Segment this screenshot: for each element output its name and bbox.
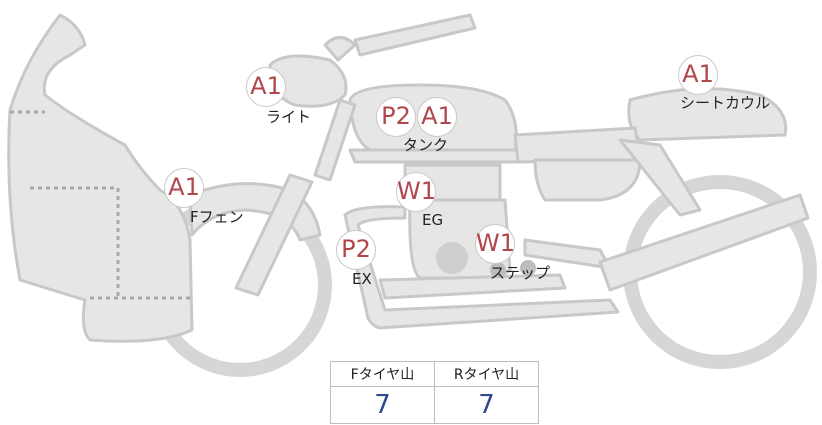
seat bbox=[513, 126, 642, 164]
tire-tread-table: Fタイヤ山 Rタイヤ山 7 7 bbox=[330, 361, 539, 424]
tank-code-badge-2: A1 bbox=[417, 97, 457, 137]
f-fender-label: Fフェン bbox=[190, 208, 244, 226]
rear-tire-header: Rタイヤ山 bbox=[434, 361, 539, 387]
seat-cowl-label: シートカウル bbox=[680, 94, 771, 112]
f-fender-code-badge: A1 bbox=[164, 168, 204, 208]
exhaust-label: EX bbox=[352, 270, 372, 288]
front-tire-header: Fタイヤ山 bbox=[330, 361, 435, 387]
handlebar bbox=[323, 13, 477, 62]
engine-code-badge: W1 bbox=[396, 172, 436, 212]
light-code-badge: A1 bbox=[246, 67, 286, 107]
side-cover bbox=[533, 158, 642, 202]
exhaust-pipe bbox=[343, 205, 620, 330]
light-label: ライト bbox=[266, 108, 312, 126]
engine-label: EG bbox=[422, 211, 444, 229]
step-label: ステップ bbox=[490, 264, 551, 282]
front-tire-value: 7 bbox=[330, 386, 435, 424]
front-fork bbox=[234, 173, 314, 297]
tank-code-badge-1: P2 bbox=[376, 97, 416, 137]
step-code-badge: W1 bbox=[475, 224, 515, 264]
front-cowl bbox=[7, 13, 194, 343]
exhaust-code-badge: P2 bbox=[336, 230, 376, 270]
rear-shock bbox=[598, 193, 810, 292]
rear-tire-value: 7 bbox=[434, 386, 539, 424]
tank-label: タンク bbox=[403, 136, 449, 154]
seat-cowl-code-badge: A1 bbox=[678, 55, 718, 95]
rear-frame bbox=[618, 138, 702, 217]
frame-front-down bbox=[313, 98, 357, 182]
